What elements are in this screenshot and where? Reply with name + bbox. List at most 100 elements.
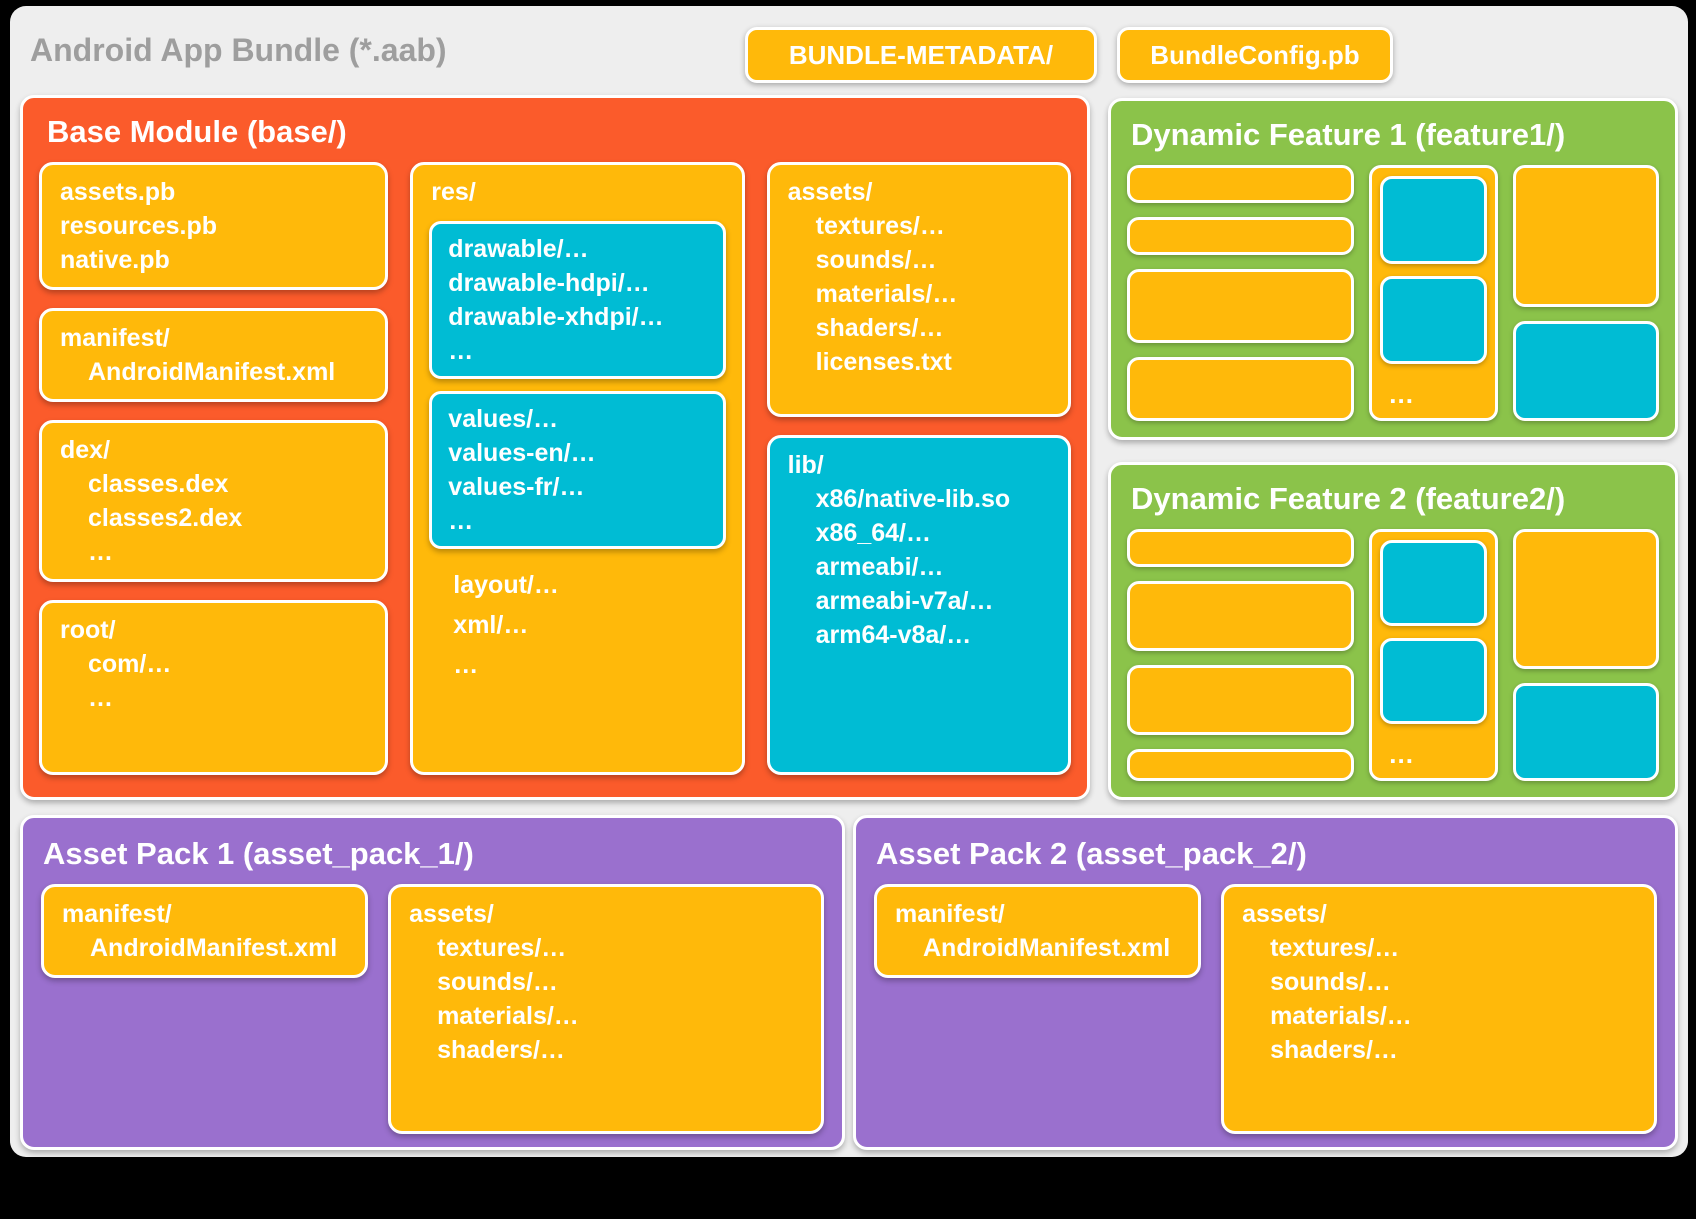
feature-file-column — [1127, 529, 1355, 781]
placeholder-box — [1127, 165, 1355, 203]
ellipsis-label: … — [1388, 739, 1417, 769]
assets-box: assets/ textures/… sounds/… materials/… … — [766, 162, 1072, 417]
ellipsis-label: … — [1388, 379, 1417, 409]
res-tail-list: layout/… xml/… … — [429, 565, 725, 685]
folder-label: armeabi/… — [815, 553, 944, 581]
folder-label: values/… — [448, 405, 559, 433]
base-module-section: Base Module (base/) assets.pb resources.… — [20, 95, 1090, 800]
ellipsis-label: … — [448, 507, 474, 535]
folder-label: layout/… — [453, 571, 559, 599]
folder-label: materials/… — [1270, 1002, 1412, 1030]
placeholder-box — [1380, 540, 1487, 626]
folder-label: drawable-hdpi/… — [448, 269, 650, 297]
folder-label: drawable/… — [448, 235, 589, 263]
root-box: root/ com/… … — [39, 600, 389, 775]
file-label: classes.dex — [88, 470, 229, 498]
ellipsis-label: … — [88, 684, 113, 712]
placeholder-box — [1380, 638, 1487, 724]
file-label: AndroidManifest.xml — [88, 358, 336, 386]
feature-assets-column — [1512, 529, 1659, 781]
folder-label: armeabi-v7a/… — [815, 587, 994, 615]
manifest-box: manifest/ AndroidManifest.xml — [41, 884, 369, 978]
file-label: x86/native-lib.so — [815, 485, 1011, 513]
folder-label: root/ — [60, 616, 116, 644]
base-module-title: Base Module (base/) — [47, 114, 347, 149]
folder-label: assets/ — [409, 900, 494, 928]
asset-pack-2-title: Asset Pack 2 (asset_pack_2/) — [876, 836, 1307, 871]
placeholder-box — [1512, 165, 1659, 307]
base-column-1: assets.pb resources.pb native.pb manifes… — [39, 162, 389, 775]
placeholder-box — [1127, 217, 1355, 255]
placeholder-box — [1512, 529, 1659, 669]
base-column-3: assets/ textures/… sounds/… materials/… … — [766, 162, 1072, 775]
folder-label: com/… — [88, 650, 172, 678]
folder-label: lib/ — [787, 451, 824, 479]
dynamic-feature-2-section: Dynamic Feature 2 (feature2/) … — [1108, 462, 1678, 800]
base-module-columns: assets.pb resources.pb native.pb manifes… — [39, 162, 1072, 775]
folder-label: textures/… — [1270, 934, 1400, 962]
folder-label: res/ — [431, 178, 476, 206]
bundle-metadata-label: BUNDLE-METADATA/ — [788, 39, 1054, 70]
placeholder-box — [1127, 529, 1355, 567]
folder-label: manifest/ — [895, 900, 1005, 928]
folder-label: arm64-v8a/… — [815, 621, 972, 649]
manifest-box: manifest/ AndroidManifest.xml — [39, 308, 389, 402]
folder-label: shaders/… — [1270, 1036, 1398, 1064]
folder-label: materials/… — [437, 1002, 579, 1030]
asset-pack-1-title: Asset Pack 1 (asset_pack_1/) — [43, 836, 474, 871]
folder-label: shaders/… — [815, 314, 944, 342]
bundle-metadata-box: BUNDLE-METADATA/ — [745, 27, 1097, 83]
ellipsis-label: … — [453, 651, 479, 679]
placeholder-box — [1380, 176, 1487, 264]
page-title: Android App Bundle (*.aab) — [30, 32, 447, 68]
folder-label: materials/… — [815, 280, 958, 308]
placeholder-box — [1127, 269, 1355, 343]
assets-box: assets/ textures/… sounds/… materials/… … — [1221, 884, 1657, 1134]
folder-label: xml/… — [453, 611, 529, 639]
dynamic-feature-1-section: Dynamic Feature 1 (feature1/) … — [1108, 98, 1678, 440]
file-label: assets.pb — [60, 178, 176, 206]
folder-label: assets/ — [1242, 900, 1327, 928]
ellipsis-label: … — [448, 337, 474, 365]
bundle-config-label: BundleConfig.pb — [1150, 39, 1360, 70]
placeholder-box — [1380, 276, 1487, 364]
placeholder-box — [1127, 665, 1355, 735]
assets-box: assets/ textures/… sounds/… materials/… … — [388, 884, 824, 1134]
file-label: native.pb — [60, 246, 170, 274]
placeholder-box — [1127, 357, 1355, 421]
feature-res-group-box: … — [1369, 165, 1498, 421]
res-box: res/ drawable/… drawable-hdpi/… drawable… — [410, 162, 745, 775]
dex-box: dex/ classes.dex classes2.dex … — [39, 420, 389, 582]
file-label: AndroidManifest.xml — [923, 934, 1171, 962]
feature-file-column — [1127, 165, 1355, 421]
diagram-card: Android App Bundle (*.aab) BUNDLE-METADA… — [10, 6, 1688, 1157]
placeholder-box — [1512, 683, 1659, 781]
dynamic-feature-2-title: Dynamic Feature 2 (feature2/) — [1131, 481, 1566, 516]
folder-label: values-en/… — [448, 439, 596, 467]
file-label: licenses.txt — [815, 348, 952, 376]
asset-pack-2-section: Asset Pack 2 (asset_pack_2/) manifest/ A… — [853, 815, 1678, 1150]
file-label: resources.pb — [60, 212, 218, 240]
placeholder-box — [1127, 581, 1355, 651]
asset-pack-1-section: Asset Pack 1 (asset_pack_1/) manifest/ A… — [20, 815, 845, 1150]
folder-label: x86_64/… — [815, 519, 931, 547]
folder-label: manifest/ — [60, 324, 170, 352]
folder-label: sounds/… — [437, 968, 558, 996]
feature-res-group-box: … — [1369, 529, 1498, 781]
protos-box: assets.pb resources.pb native.pb — [39, 162, 389, 290]
asset-pack-1-columns: manifest/ AndroidManifest.xml assets/ te… — [41, 884, 824, 1134]
manifest-box: manifest/ AndroidManifest.xml — [874, 884, 1202, 978]
drawable-box: drawable/… drawable-hdpi/… drawable-xhdp… — [429, 221, 726, 379]
base-column-2: res/ drawable/… drawable-hdpi/… drawable… — [410, 162, 745, 775]
folder-label: sounds/… — [1270, 968, 1391, 996]
folder-label: sounds/… — [815, 246, 937, 274]
folder-label: manifest/ — [62, 900, 172, 928]
folder-label: assets/ — [787, 178, 873, 206]
folder-label: shaders/… — [437, 1036, 565, 1064]
asset-pack-2-columns: manifest/ AndroidManifest.xml assets/ te… — [874, 884, 1657, 1134]
folder-label: drawable-xhdpi/… — [448, 303, 664, 331]
folder-label: textures/… — [815, 212, 945, 240]
folder-label: dex/ — [60, 436, 111, 464]
dynamic-feature-2-columns: … — [1127, 529, 1659, 781]
